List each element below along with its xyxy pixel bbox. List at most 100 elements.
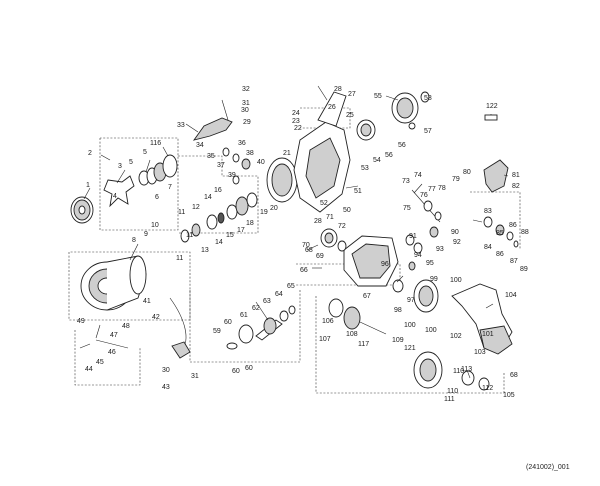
part-label: 86 — [496, 251, 504, 258]
oscillation-shaft — [411, 189, 442, 238]
part-label: 8 — [132, 237, 136, 244]
part-label: 14 — [204, 194, 212, 201]
part-label: 100 — [404, 322, 416, 329]
part-label: 75 — [403, 205, 411, 212]
part-label: 81 — [512, 172, 520, 179]
part-label: 29 — [243, 119, 251, 126]
line-roller-parts — [222, 147, 251, 185]
part-label: 68 — [305, 247, 313, 254]
part-label: 5 — [129, 159, 133, 166]
part-label: 105 — [503, 392, 515, 399]
bail-arm — [192, 117, 233, 141]
part-label: 31 — [242, 100, 250, 107]
part-label: 6 — [155, 194, 159, 201]
part-label: 41 — [143, 298, 151, 305]
part-label: 65 — [287, 283, 295, 290]
part-label: 43 — [162, 384, 170, 391]
part-label: 38 — [246, 150, 254, 157]
part-label: 39 — [228, 172, 236, 179]
group-box-bail — [74, 330, 141, 386]
part-label: 23 — [292, 118, 300, 125]
part-label: 26 — [328, 104, 336, 111]
part-label: 72 — [338, 223, 346, 230]
rotor-nut-bearing — [356, 91, 430, 141]
part-label: 27 — [348, 91, 356, 98]
part-label: 110 — [447, 388, 458, 395]
part-label: 36 — [238, 140, 246, 147]
part-label: 106 — [322, 318, 334, 325]
drive-gear — [413, 351, 490, 391]
part-label: 117 — [358, 341, 369, 348]
part-label: 78 — [438, 185, 446, 192]
part-label: 54 — [373, 157, 381, 164]
part-label: 20 — [270, 205, 278, 212]
part-label: 46 — [108, 349, 116, 356]
part-label: 73 — [402, 178, 410, 185]
part-label: 18 — [246, 220, 254, 227]
part-label: 102 — [450, 333, 462, 340]
part-number-labels: 1 2 3 4 5 5 6 7 116 8 9 10 11 11 11 12 1… — [77, 86, 529, 403]
rotor-cup — [266, 157, 298, 203]
group-box-body — [178, 155, 259, 234]
part-label: 68 — [510, 372, 518, 379]
part-label: 42 — [152, 314, 160, 321]
part-label: 37 — [217, 162, 225, 169]
part-label: 45 — [96, 359, 104, 366]
part-label: 107 — [319, 336, 331, 343]
side-cover-parts — [226, 305, 296, 350]
part-label: 122 — [486, 103, 498, 110]
part-label: 60 — [245, 365, 253, 372]
part-label: 112 — [482, 385, 493, 392]
drag-knob — [103, 175, 135, 208]
part-label: 16 — [214, 187, 222, 194]
part-label: 88 — [521, 229, 529, 236]
part-label: 60 — [232, 368, 240, 375]
part-label: 76 — [420, 192, 428, 199]
main-gear — [413, 279, 439, 313]
part-label: 69 — [316, 253, 324, 260]
group-box-spool-drag — [99, 137, 179, 231]
bail-support — [171, 341, 191, 359]
rotor — [293, 91, 351, 213]
part-label: 95 — [426, 260, 434, 267]
handle-arm — [451, 283, 513, 355]
part-label: 100 — [450, 277, 462, 284]
part-label: 47 — [110, 332, 118, 339]
part-label: 86 — [509, 222, 517, 229]
part-label: 34 — [196, 142, 204, 149]
part-label: 94 — [414, 252, 422, 259]
part-label: 89 — [520, 266, 528, 273]
part-label: 30 — [162, 367, 170, 374]
part-label: 48 — [122, 323, 130, 330]
anti-reverse-parts — [392, 234, 423, 293]
part-label: 101 — [482, 331, 494, 338]
part-label: 62 — [252, 305, 260, 312]
part-label: 32 — [242, 86, 250, 93]
part-label: 96 — [381, 261, 389, 268]
part-label: 50 — [343, 207, 351, 214]
part-label: 11 — [176, 255, 183, 262]
part-label: 121 — [404, 345, 416, 352]
part-label: 110 — [453, 368, 464, 375]
part-label: 1 — [86, 182, 90, 189]
part-label: 24 — [292, 110, 300, 117]
part-label: 79 — [452, 176, 460, 183]
part-label: 53 — [361, 165, 369, 172]
part-label: 103 — [474, 349, 486, 356]
part-label: 35 — [207, 153, 215, 160]
part-label: 111 — [444, 396, 455, 403]
part-label: 59 — [213, 328, 221, 335]
part-label: 28 — [334, 86, 342, 93]
part-label: 21 — [283, 150, 291, 157]
part-label: 100 — [425, 327, 437, 334]
part-label: 56 — [398, 142, 406, 149]
spool — [80, 255, 147, 311]
part-label: 57 — [424, 128, 432, 135]
part-label: 11 — [178, 209, 185, 216]
part-label: 113 — [461, 366, 472, 373]
pinion-gear — [328, 298, 387, 335]
part-label: 30 — [241, 107, 249, 114]
handle-knob — [483, 159, 509, 193]
part-label: 93 — [436, 246, 444, 253]
part-label: 33 — [177, 122, 185, 129]
